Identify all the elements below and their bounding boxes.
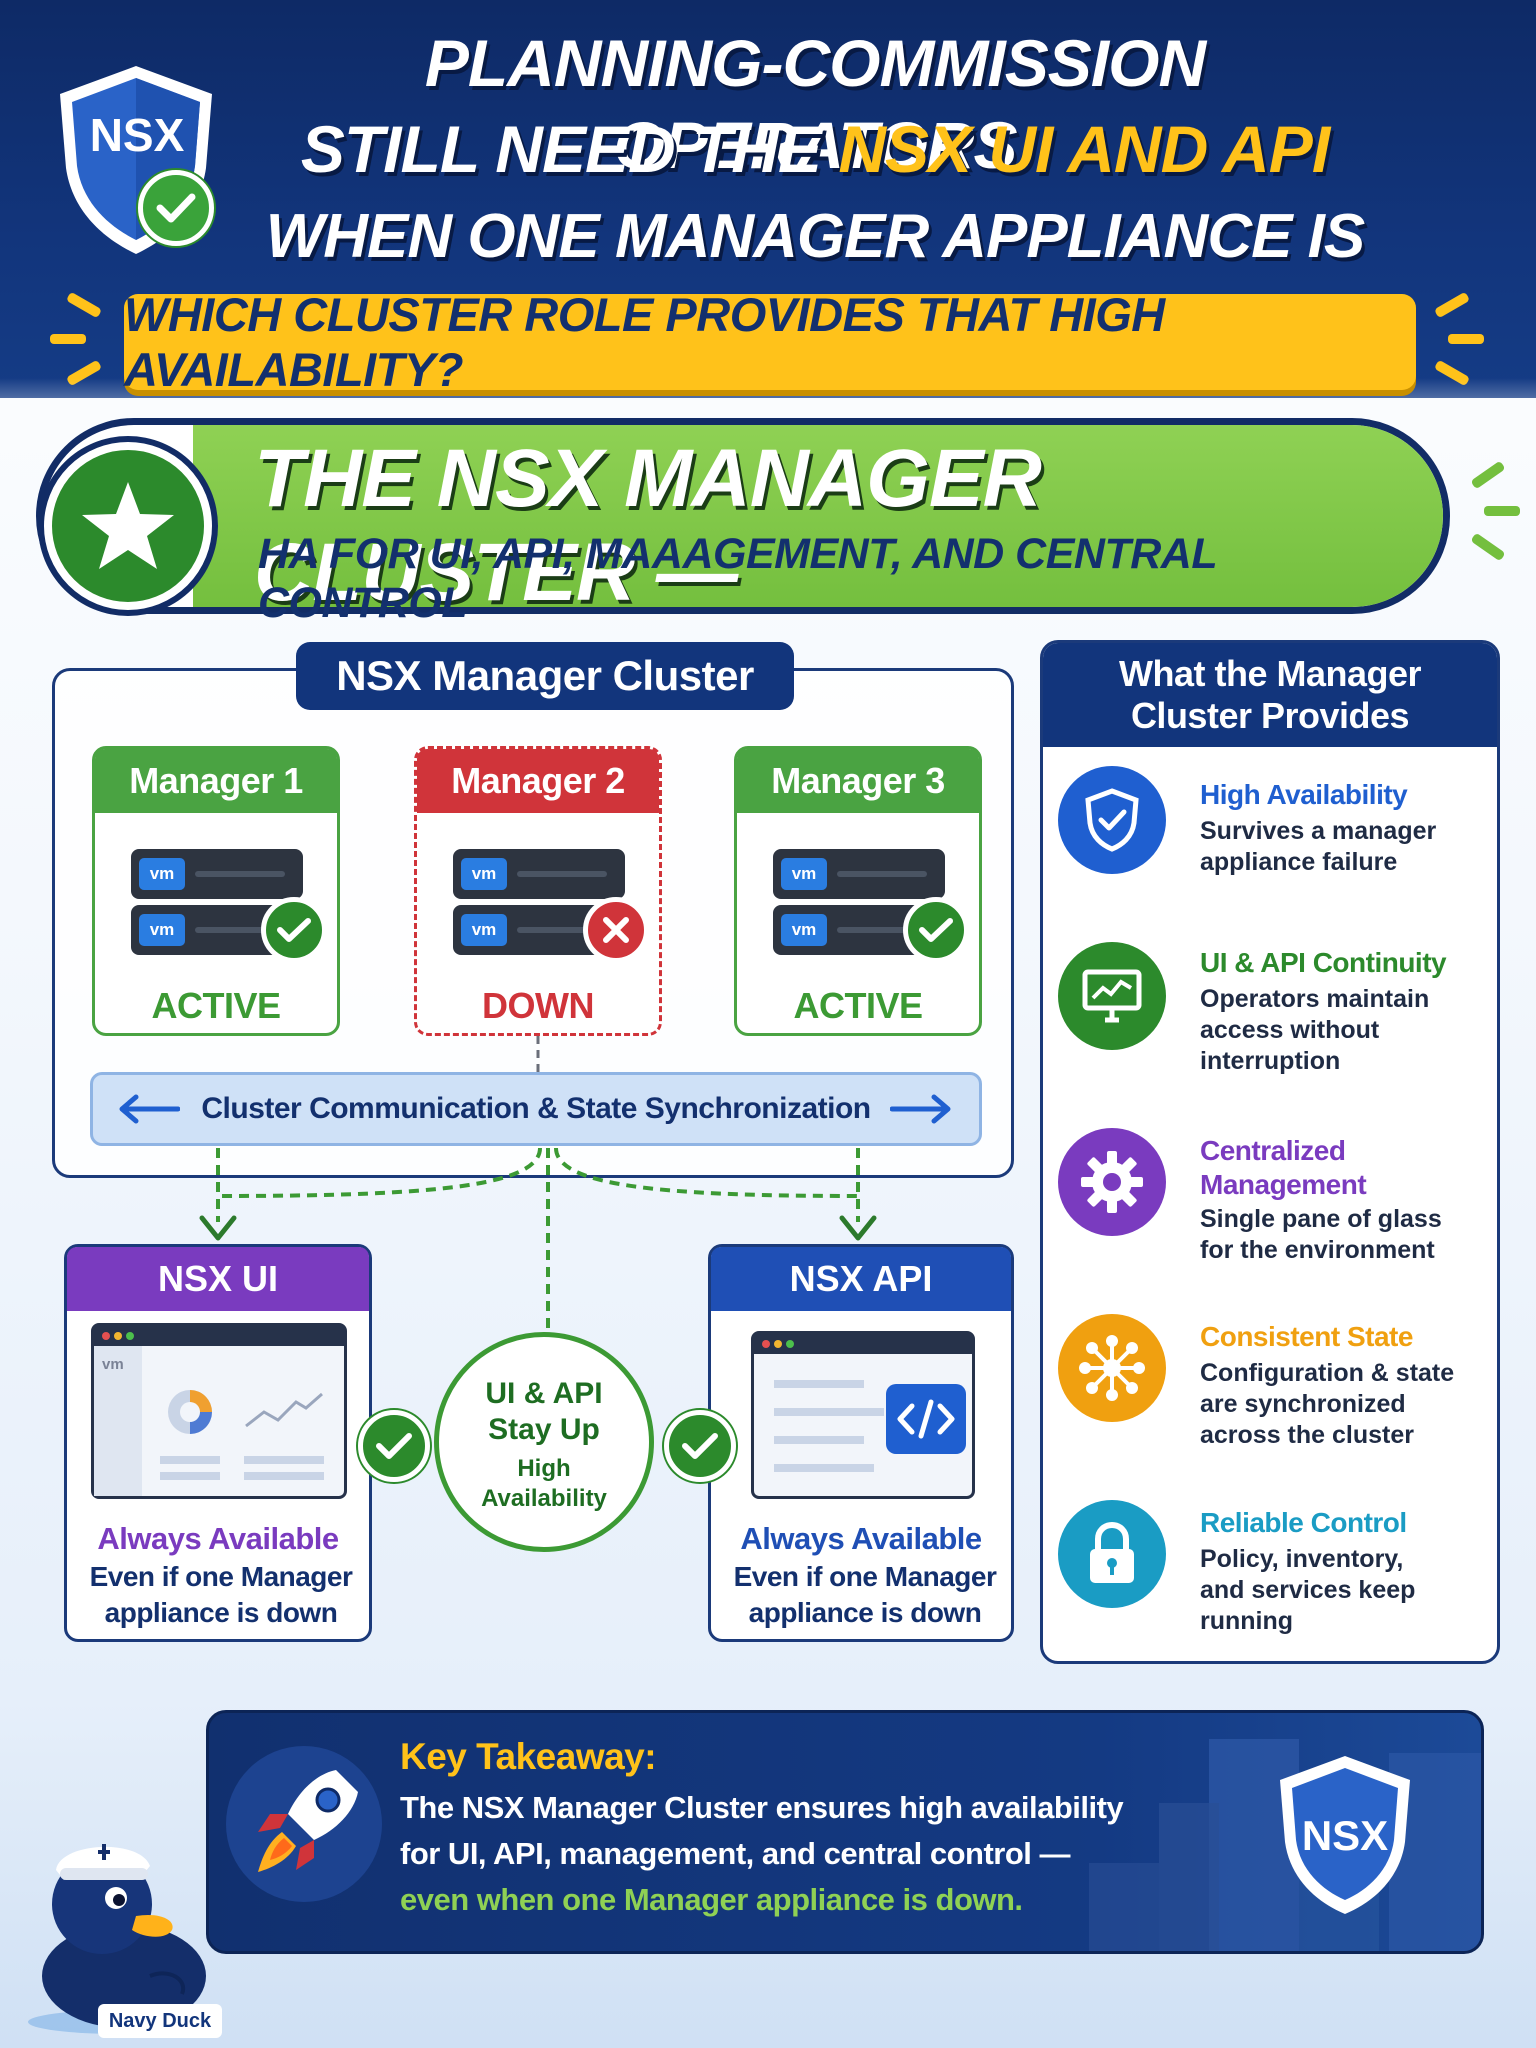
- server-icon: vm: [453, 849, 625, 899]
- sync-bar: Cluster Communication & State Synchroniz…: [90, 1072, 982, 1146]
- manager-status: ACTIVE: [793, 985, 923, 1026]
- feature-title: High Availability: [1200, 779, 1408, 810]
- arrow-right-icon: [890, 1094, 951, 1124]
- x-icon: [583, 897, 649, 963]
- spark-decoration: [1448, 334, 1484, 344]
- building-decoration: [1089, 1863, 1159, 1951]
- sync-label: Cluster Communication & State Synchroniz…: [201, 1092, 871, 1125]
- takeaway-label: Key Takeaway:: [400, 1736, 657, 1777]
- line-chart-icon: [245, 1392, 323, 1428]
- arrow-left-icon: [119, 1094, 180, 1124]
- question-box: Which cluster role provides that high av…: [124, 288, 1416, 396]
- takeaway-line-3: even when one Manager appliance is down.: [400, 1882, 1023, 1917]
- spark-decoration: [1484, 506, 1520, 516]
- rocket-icon: [258, 1770, 358, 1872]
- check-icon: [664, 1410, 736, 1482]
- nsx-api-panel: NSX API Always Available Even if one Man…: [708, 1244, 1014, 1642]
- navy-duck-mascot-icon: [28, 1844, 212, 2034]
- headline-line-2: still need the NSX UI and API: [300, 112, 1330, 186]
- check-icon: [903, 897, 969, 963]
- manager-card-1: Manager 1 vm vm ACTIVE: [92, 746, 340, 1036]
- vm-label: vm: [461, 858, 507, 890]
- mascot-name-tag: Navy Duck: [98, 2004, 222, 2038]
- answer-banner-fill: [193, 425, 1443, 607]
- vm-label: vm: [102, 1356, 124, 1373]
- lock-icon: [1058, 1500, 1166, 1608]
- pie-chart-icon: [168, 1390, 212, 1434]
- ha-line-2: Stay Up: [488, 1413, 600, 1446]
- check-icon: [261, 897, 327, 963]
- monitor-chart-icon: [1058, 942, 1166, 1050]
- server-icon: vm: [131, 849, 303, 899]
- check-icon: [358, 1410, 430, 1482]
- takeaway-line-2: for UI, API, management, and central con…: [400, 1836, 1071, 1871]
- ui-dashboard-illustration: vm: [91, 1323, 347, 1499]
- answer-title: The NSX Manager Cluster —: [254, 433, 1042, 618]
- ha-center-circle: UI & API Stay Up High Availability: [434, 1332, 654, 1552]
- shield-check-icon: [1058, 766, 1166, 874]
- cluster-title: NSX Manager Cluster: [296, 642, 794, 710]
- takeaway-banner: [206, 1710, 1484, 1954]
- star-badge-icon: [44, 442, 212, 610]
- manager-status: DOWN: [482, 985, 594, 1026]
- question-text: Which cluster role provides that high av…: [124, 288, 1165, 396]
- nsx-ui-panel: NSX UI vm Always Available Even if one M…: [64, 1244, 372, 1642]
- code-icon: [886, 1384, 966, 1454]
- vm-label: vm: [781, 914, 827, 946]
- network-hub-icon: [1058, 1314, 1166, 1422]
- answer-banner: [36, 418, 1450, 614]
- nsx-shield-badge-icon: [1280, 1756, 1410, 1914]
- api-code-illustration: [751, 1331, 975, 1499]
- takeaway-line-1: The NSX Manager Cluster ensures high ava…: [400, 1790, 1124, 1825]
- building-decoration: [1209, 1739, 1299, 1951]
- nsx-api-title: NSX API: [711, 1247, 1011, 1311]
- manager-status: ACTIVE: [151, 985, 281, 1026]
- spark-decoration: [50, 334, 86, 344]
- feature-title: Consistent State: [1200, 1321, 1413, 1352]
- nsx-ui-title: NSX UI: [67, 1247, 369, 1311]
- logo-check-icon: [138, 170, 214, 246]
- headline-line-1: Planning-Commission operators: [424, 26, 1206, 182]
- feature-title: Reliable Control: [1200, 1507, 1407, 1538]
- server-icon: vm: [773, 849, 945, 899]
- api-always-available: Always Available: [740, 1521, 982, 1556]
- manager-name: Manager 1: [95, 749, 337, 813]
- server-icon: vm: [453, 905, 625, 955]
- ha-line-3: High: [517, 1455, 571, 1482]
- manager-name: Manager 3: [737, 749, 979, 813]
- manager-card-3: Manager 3 vm vm ACTIVE: [734, 746, 982, 1036]
- vm-label: vm: [139, 914, 185, 946]
- answer-subtitle: HA for UI, API, Maaagement, and Central …: [258, 530, 1217, 627]
- nsx-logo-text: NSX: [89, 109, 185, 161]
- ha-line-1: UI & API: [485, 1377, 603, 1410]
- manager-card-2: Manager 2 vm vm DOWN: [414, 746, 662, 1036]
- vm-label: vm: [781, 858, 827, 890]
- vm-label: vm: [139, 858, 185, 890]
- building-decoration: [1159, 1803, 1219, 1951]
- ui-always-available: Always Available: [97, 1521, 339, 1556]
- feature-title: UI & API Continuity: [1200, 947, 1447, 978]
- gear-icon: [1058, 1128, 1166, 1236]
- nsx-badge-text: NSX: [1301, 1812, 1389, 1859]
- ha-line-4: Availability: [481, 1485, 607, 1512]
- vm-label: vm: [461, 914, 507, 946]
- manager-name: Manager 2: [417, 749, 659, 813]
